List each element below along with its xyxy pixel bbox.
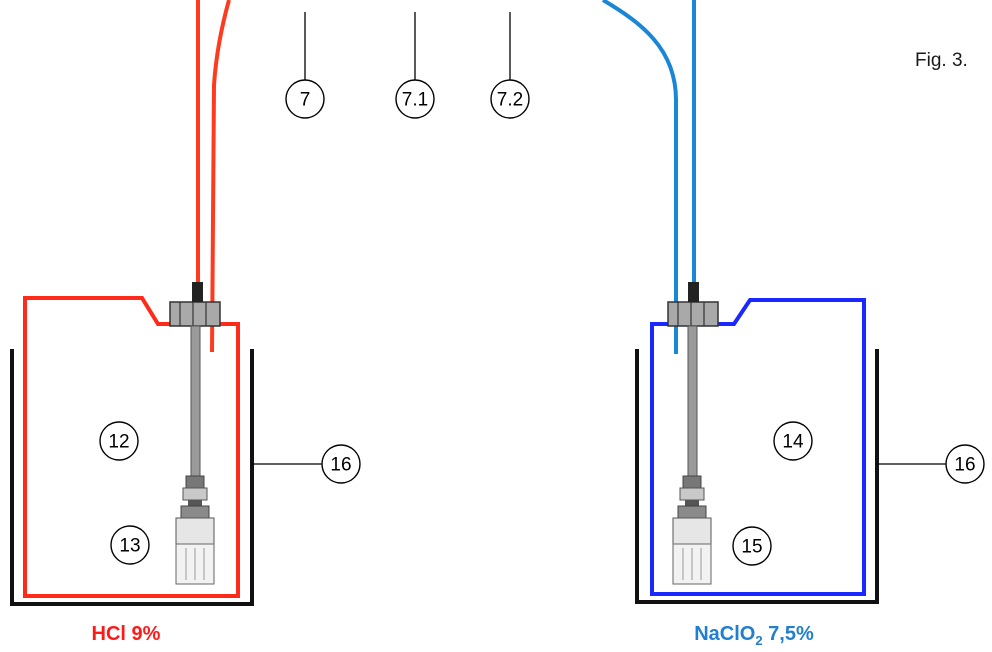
chlorite-label-prefix: NaClO xyxy=(694,623,755,645)
callout-7-label: 7 xyxy=(300,90,311,111)
acid-tank-label: HCl 9% xyxy=(92,623,161,645)
acid-return-tube xyxy=(210,0,231,353)
right-lance-rod xyxy=(687,325,698,477)
callout-7-1-label: 7.1 xyxy=(402,90,428,111)
right-collecting-tray xyxy=(635,349,879,604)
callout-12-label: 12 xyxy=(108,432,129,453)
left-tank-assembly: 12 13 16 xyxy=(10,282,361,606)
callout-15: 15 xyxy=(732,526,772,566)
figure-label: Fig. 3. xyxy=(915,50,968,71)
chlorite-return-tube xyxy=(601,0,678,354)
right-cap xyxy=(667,282,719,327)
callout-16-right-label: 16 xyxy=(954,455,975,476)
callout-13: 13 xyxy=(110,525,150,565)
callout-14-label: 14 xyxy=(782,432,804,453)
left-canister xyxy=(23,296,240,598)
callout-12: 12 xyxy=(99,421,139,461)
callout-7-1: 7.1 xyxy=(395,12,435,119)
right-canister xyxy=(650,298,866,596)
callout-16-right: 16 xyxy=(877,444,985,484)
chlorite-label-suffix: 7,5% xyxy=(763,623,814,645)
callout-14: 14 xyxy=(773,421,813,461)
callout-16-left-label: 16 xyxy=(330,455,351,476)
chlorite-label-subscript: 2 xyxy=(755,633,762,648)
left-lance-rod xyxy=(190,325,201,477)
callout-15-label: 15 xyxy=(741,537,762,558)
callout-7: 7 xyxy=(285,12,325,119)
callout-16-left: 16 xyxy=(252,444,361,484)
callout-7-2: 7.2 xyxy=(490,12,530,119)
chlorite-tubes xyxy=(601,0,696,354)
left-foot-valve xyxy=(175,475,215,585)
right-tank-assembly: 14 15 16 xyxy=(635,282,985,604)
callout-7-2-label: 7.2 xyxy=(497,90,523,111)
right-foot-valve xyxy=(672,475,712,585)
acid-tubes xyxy=(196,0,231,353)
left-collecting-tray xyxy=(10,349,254,606)
chlorite-tank-label: NaClO2 7,5% xyxy=(694,623,814,648)
callout-13-label: 13 xyxy=(119,536,140,557)
